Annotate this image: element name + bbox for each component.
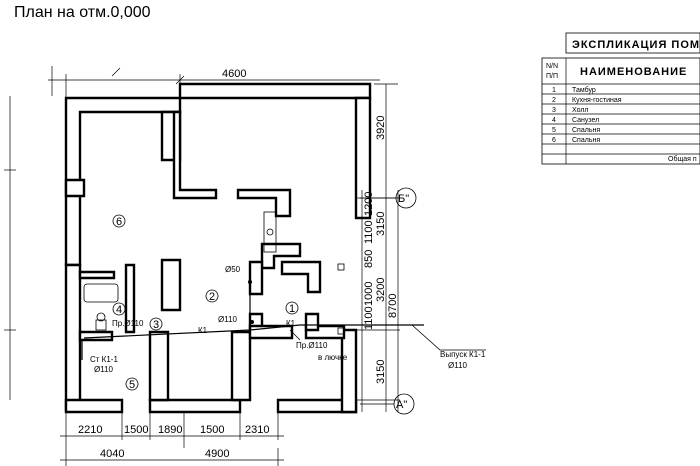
dim-inner-1000: 1000 (363, 282, 375, 306)
dim-right-3150b: 3150 (375, 360, 387, 384)
table-row-3-num: 3 (552, 107, 556, 114)
pipe-labels: Ø50 Пр.Ø110 Ø110 К1 К1 Ст К1-1 Ø110 Пр.Ø… (90, 265, 486, 374)
pipe-pr110-hatch-label: Пр.Ø110 (296, 341, 328, 350)
dim-right-8700: 8700 (387, 294, 399, 318)
dim-inner-1200: 1200 (363, 192, 375, 216)
bathtub-icon (83, 283, 119, 303)
dim-inner-850: 850 (363, 250, 375, 268)
room-number-1: 1 (289, 303, 295, 315)
outlet-diameter-label: Ø110 (448, 361, 468, 370)
table-row-2-num: 2 (552, 97, 556, 104)
table-col-num-1: N/N (546, 63, 558, 70)
room-number-3: 3 (153, 319, 159, 331)
table-row-1-num: 1 (552, 87, 556, 94)
dim-inner-1100b: 1100 (363, 306, 375, 330)
axis-b-label: Б" (398, 193, 409, 205)
dim-bottom-seg-2: 1500 (124, 424, 148, 436)
drawing-title: План на отм.0,000 (14, 4, 151, 21)
dim-right-3920: 3920 (375, 116, 387, 140)
table-col-name: НАИМЕНОВАНИЕ (580, 66, 687, 78)
dimension-lines: 4600 2210 1500 1890 1500 2310 4040 4900 … (4, 66, 400, 466)
pipe-k1-label: К1 (198, 326, 208, 335)
axis-a-label: А" (396, 399, 407, 411)
sink-icon (266, 228, 274, 236)
stack-k1-label: Ст К1-1 (90, 355, 118, 364)
table-total: Общая п (668, 155, 697, 163)
kitchen-counter-icon (263, 211, 277, 253)
table-row-6-name: Спальня (572, 137, 600, 144)
dim-right-3200: 3200 (375, 278, 387, 302)
outlet-label: Выпуск К1-1 (440, 350, 486, 359)
table-col-num-2: П/П (546, 73, 558, 80)
dim-inner-1100a: 1100 (363, 220, 375, 244)
pipe-k1-label-2: К1 (286, 319, 296, 328)
axis-markers: Б" А" (360, 187, 417, 415)
in-hatch-label: в лючке (318, 353, 348, 362)
riser-box-icon (337, 263, 345, 271)
table-row-6-num: 6 (552, 137, 556, 144)
room-numbers: 1 2 3 4 5 6 (112, 214, 299, 391)
table-row-3-name: Холл (572, 107, 589, 114)
stack-d110-label: Ø110 (94, 365, 114, 374)
table-row-5-num: 5 (552, 127, 556, 134)
dim-bottom-total-1: 4040 (100, 448, 124, 460)
dim-bottom-seg-5: 2310 (245, 424, 269, 436)
dim-bottom-seg-1: 2210 (78, 424, 102, 436)
table-title: ЭКСПЛИКАЦИЯ ПОМЕ (572, 39, 700, 51)
dim-right-3150a: 3150 (375, 212, 387, 236)
room-number-4: 4 (116, 304, 122, 316)
dim-bottom-total-2: 4900 (205, 448, 229, 460)
pipe-d50-label: Ø50 (225, 265, 241, 274)
explication-table: ЭКСПЛИКАЦИЯ ПОМЕ N/N П/П НАИМЕНОВАНИЕ 1 … (541, 32, 700, 165)
table-row-1-name: Тамбур (572, 86, 596, 94)
pipe-pr110-left-label: Пр.Ø110 (112, 319, 144, 328)
room-number-5: 5 (129, 379, 135, 391)
interior-walls (78, 110, 346, 342)
pipe-d110-center-label: Ø110 (218, 315, 238, 324)
room-number-2: 2 (209, 291, 215, 303)
dim-top-total: 4600 (222, 68, 246, 80)
table-row-2-name: Кухня-гостиная (572, 97, 622, 104)
table-row-4-num: 4 (552, 117, 556, 124)
table-row-4-name: Санузел (572, 117, 599, 124)
room-number-6: 6 (116, 216, 122, 228)
table-row-5-name: Спальня (572, 127, 600, 134)
toilet-icon (95, 319, 107, 331)
dim-bottom-seg-4: 1500 (200, 424, 224, 436)
plumbing-fixtures (83, 211, 345, 335)
dim-bottom-seg-3: 1890 (158, 424, 182, 436)
